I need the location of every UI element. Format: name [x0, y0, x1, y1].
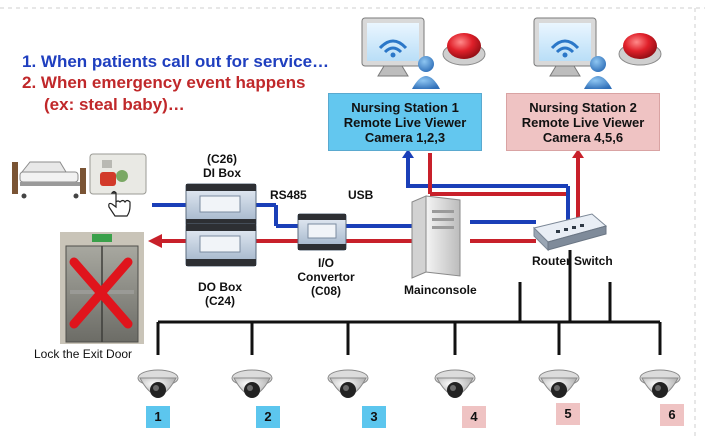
computer-icon	[361, 17, 425, 77]
alarm-button-icon	[618, 33, 662, 66]
station-subtitle: Remote Live Viewer	[521, 115, 645, 130]
alarm-button-icon	[442, 33, 486, 66]
dome-camera-icon	[538, 369, 580, 398]
user-icon	[584, 56, 612, 89]
bed-icon	[12, 161, 86, 199]
do-box-label: DO Box	[197, 280, 242, 294]
module-box-icon	[185, 223, 257, 267]
note-emergency-example: (ex: steal baby)…	[44, 95, 185, 114]
dome-camera-icon	[137, 369, 179, 398]
camera-number-tag: 1	[146, 406, 170, 428]
module-box-icon	[297, 213, 347, 251]
router-icon	[533, 213, 608, 252]
io-label: I/O	[317, 256, 334, 270]
nursing-station-1: Nursing Station 1 Remote Live Viewer Cam…	[328, 93, 482, 151]
io-convertor-label: Convertor	[297, 270, 355, 284]
station-links	[402, 149, 584, 222]
camera-number-tag: 3	[362, 406, 386, 428]
di-box-label: DI Box	[202, 166, 241, 180]
mainconsole-label: Mainconsole	[404, 283, 477, 297]
note-emergency: 2. When emergency event happens	[22, 73, 306, 92]
dome-camera-icon	[327, 369, 369, 398]
user-icon	[412, 56, 440, 89]
usb-label: USB	[348, 188, 374, 202]
note-service-call: 1. When patients call out for service…	[22, 52, 330, 71]
di-box-code: (C26)	[206, 152, 237, 166]
camera-number-tag: 4	[462, 406, 486, 428]
camera-bus	[156, 250, 662, 355]
station-cameras: Camera 1,2,3	[364, 130, 446, 145]
dome-camera-icon	[231, 369, 273, 398]
hand-cursor-icon	[108, 190, 131, 217]
do-box-code: (C24)	[204, 294, 235, 308]
nursing-station-2: Nursing Station 2 Remote Live Viewer Cam…	[506, 93, 660, 151]
station-subtitle: Remote Live Viewer	[343, 115, 467, 130]
computer-icon	[533, 17, 597, 77]
dashed-frame	[0, 7, 705, 440]
dome-camera-icon	[434, 369, 476, 398]
station-cameras: Camera 4,5,6	[542, 130, 624, 145]
exit-door-label: Lock the Exit Door	[34, 347, 133, 361]
camera-number-tag: 2	[256, 406, 280, 428]
station-title: Nursing Station 2	[529, 100, 637, 115]
rs485-label: RS485	[270, 188, 307, 202]
camera-number-tag: 6	[660, 404, 684, 426]
camera-group	[137, 369, 681, 398]
camera-number-tag: 5	[556, 403, 580, 425]
io-code: (C08)	[310, 284, 341, 298]
dome-camera-icon	[639, 369, 681, 398]
station-title: Nursing Station 1	[351, 100, 459, 115]
module-box-icon	[185, 183, 257, 227]
x-mark-icon	[69, 257, 133, 329]
router-switch-label: Router Switch	[532, 254, 613, 268]
call-button-icon	[89, 153, 147, 195]
io-links	[148, 203, 536, 248]
server-icon	[411, 195, 461, 279]
